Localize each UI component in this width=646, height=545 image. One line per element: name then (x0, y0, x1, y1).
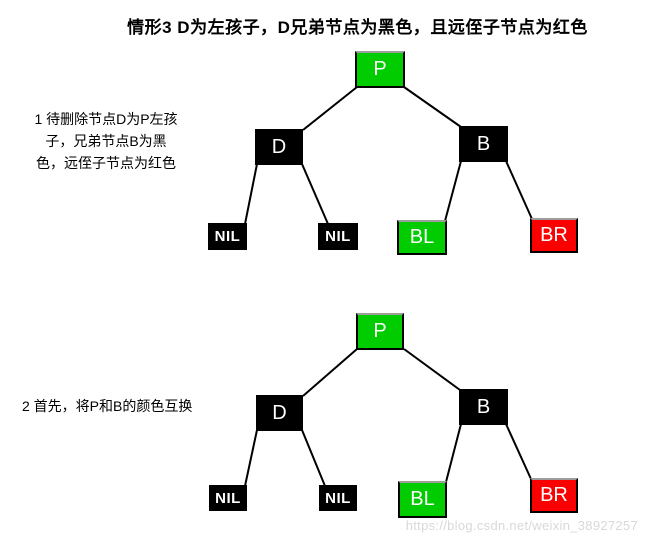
tree-initial-edge (301, 163, 329, 225)
step-2-line-1: 2 首先，将P和B的颜色互换 (22, 398, 193, 414)
tree-swap-colors-node-b: B (459, 389, 508, 425)
tree-swap-colors-node-nil_r: NIL (319, 485, 357, 511)
step-2-label: 2 首先，将P和B的颜色互换 (22, 395, 242, 417)
diagram-title: 情形3 D为左孩子，D兄弟节点为黑色，且远侄子节点为红色 (127, 18, 588, 37)
tree-swap-colors-node-br: BR (530, 478, 578, 513)
tree-initial-node-nil_l: NIL (208, 223, 247, 250)
tree-initial-edge (444, 160, 462, 222)
tree-initial-node-nil_r: NIL (318, 223, 358, 250)
tree-swap-colors-edge (301, 429, 326, 487)
step-1-label: 1 待删除节点D为P左孩 子，兄弟节点B为黑 色，远侄子节点为红色 (6, 108, 206, 174)
tree-swap-colors-edge (403, 348, 461, 391)
tree-swap-colors-edge (445, 423, 462, 483)
tree-initial-node-p: P (355, 51, 405, 88)
tree-initial-edge (244, 163, 258, 225)
tree-swap-colors-node-p: P (356, 313, 404, 350)
tree-swap-colors-node-bl: BL (398, 481, 447, 518)
tree-initial-node-b: B (459, 126, 508, 162)
step-1-line-3: 色，远侄子节点为红色 (36, 155, 176, 171)
tree-initial-node-bl: BL (397, 220, 447, 255)
tree-initial-node-d: D (255, 129, 303, 165)
tree-initial-node-br: BR (530, 218, 578, 253)
tree-swap-colors-edge (244, 429, 258, 487)
tree-swap-colors-node-nil_l: NIL (209, 485, 247, 511)
tree-initial-edge (403, 86, 462, 128)
tree-initial-edge (505, 160, 533, 220)
tree-swap-colors-node-d: D (256, 395, 303, 431)
tree-swap-colors-edge (302, 348, 358, 397)
tree-initial-edge (302, 86, 358, 131)
tree-swap-colors-edge (505, 423, 532, 480)
step-1-line-1: 1 待删除节点D为P左孩 (34, 111, 178, 127)
step-1-line-2: 子，兄弟节点B为黑 (45, 133, 167, 149)
watermark-url: https://blog.csdn.net/weixin_38927257 (405, 518, 638, 533)
